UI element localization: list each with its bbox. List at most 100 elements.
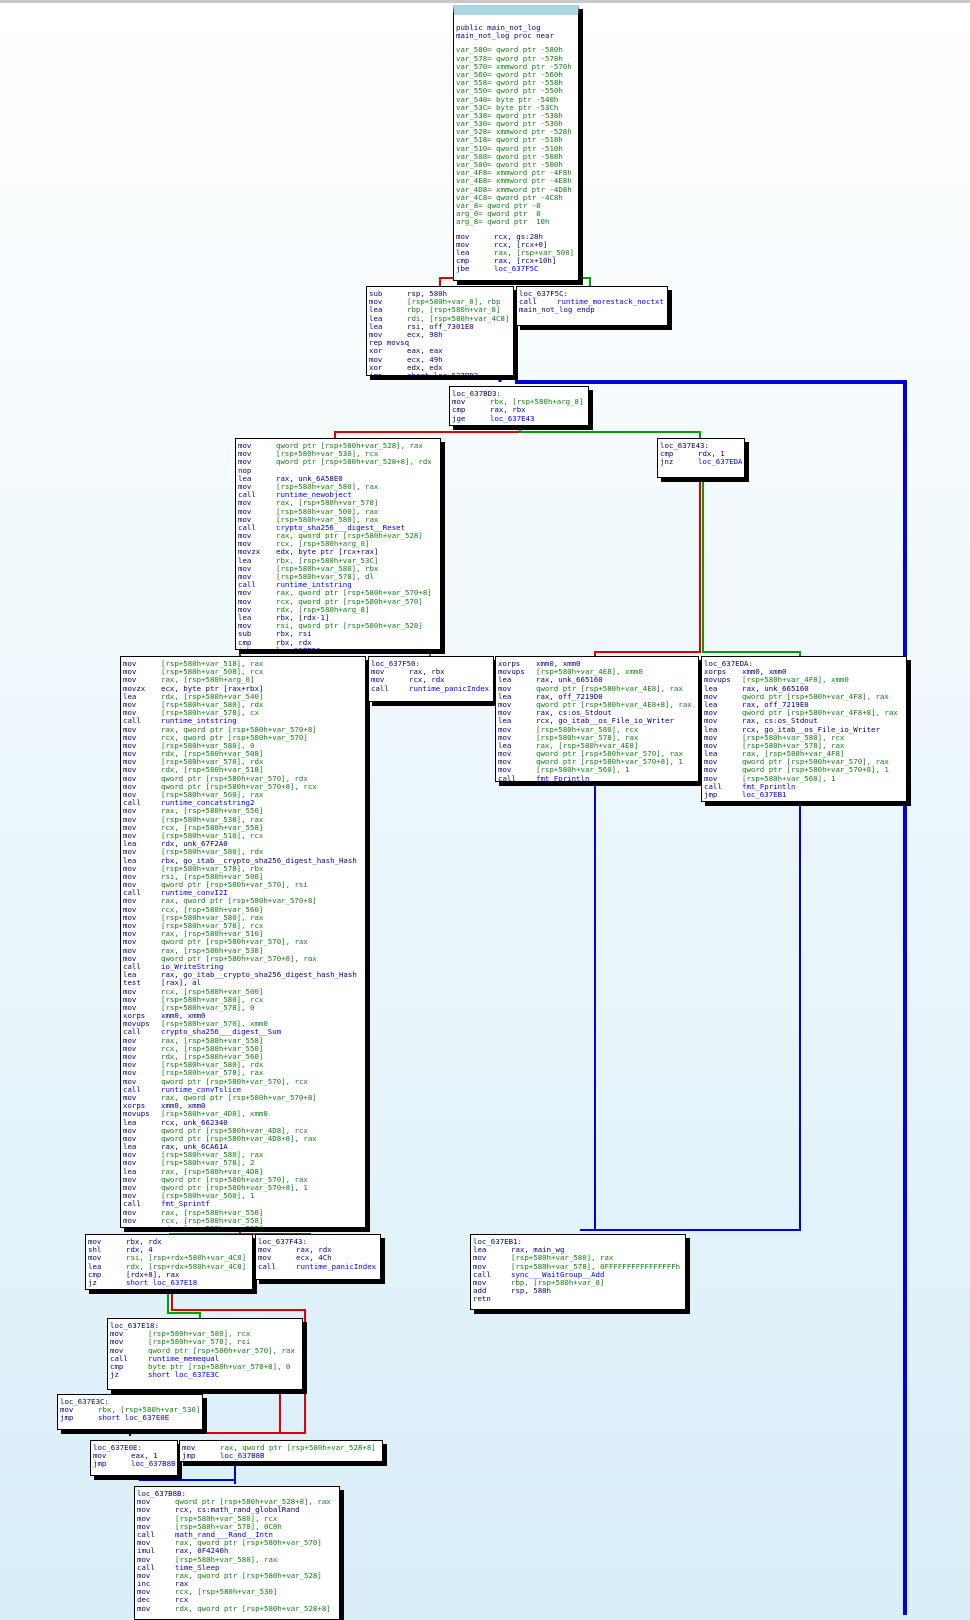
instruction-row[interactable]: jnbloc_637F50 — [238, 647, 438, 649]
instruction-row[interactable]: mov[rsp+580h+var_580], rcx — [137, 1515, 337, 1523]
instruction-row[interactable]: movups[rsp+580h+var_4D8], xmm0 — [123, 1110, 363, 1118]
instruction-row[interactable]: mov[rsp+580h+var_580], rcx — [123, 996, 363, 1004]
block-label[interactable]: loc_637E0E: — [93, 1444, 142, 1452]
instruction-row[interactable]: mov[rsp+580h+var_8], rbp — [369, 298, 511, 306]
instruction-row[interactable]: mov[rsp+580h+var_578], rdx — [123, 758, 363, 766]
block-label[interactable]: loc_637EDA: — [704, 660, 753, 668]
instruction-row[interactable]: movups[rsp+580h+var_570], xmm0 — [123, 1020, 363, 1028]
instruction-row[interactable]: mov[rsp+580h+var_580], rdx — [123, 1061, 363, 1069]
block-label[interactable]: loc_637EB1: — [473, 1238, 522, 1246]
instruction-row[interactable]: test[rax], al — [123, 979, 363, 987]
instruction-row[interactable]: mov[rsp+580h+var_578], 0FFFFFFFFFFFFFFFF… — [473, 1263, 683, 1271]
instruction-row[interactable]: mov[rsp+580h+var_580], 0 — [123, 742, 363, 750]
instruction-row[interactable]: mov[rsp+580h+var_560], 1 — [498, 766, 696, 774]
instruction-row[interactable]: mov[rsp+580h+var_578], rax — [704, 742, 904, 750]
instruction-row[interactable]: mov[rsp+580h+var_580], rdx — [123, 701, 363, 709]
instruction-row[interactable]: mov[rsp+580h+var_580], rcx — [110, 1330, 300, 1338]
instruction-row[interactable]: mov[rsp+580h+var_580], rax — [123, 1151, 363, 1159]
instruction-row[interactable]: mov[rsp+580h+var_580], rcx — [498, 726, 696, 734]
instruction-row[interactable]: cmp[rdx+8], rax — [88, 1271, 250, 1279]
instruction-row[interactable]: mov[rsp+580h+var_580], rax — [137, 1556, 337, 1564]
instruction-row[interactable]: mov[rsp+580h+var_580], rax — [473, 1254, 683, 1262]
instruction-row[interactable]: mov[rsp+580h+var_560], 1 — [704, 775, 904, 783]
node-hash-block[interactable]: mov[rsp+580h+var_518], rax mov[rsp+580h+v… — [120, 656, 366, 1228]
block-label[interactable]: loc_637F50: — [371, 660, 420, 668]
instruction-row[interactable]: mov[rsp+580h+var_578], cx — [123, 709, 363, 717]
instruction-row[interactable]: mov[rsp+580h+var_518], rax — [123, 660, 363, 668]
instruction-row[interactable]: mov[rsp+580h+var_578], 2 — [123, 1159, 363, 1167]
instruction-row[interactable]: mov[rsp+580h+var_560], rax — [123, 791, 363, 799]
block-label[interactable]: loc_637E3C: — [60, 1398, 109, 1406]
instruction-row[interactable]: mov[rsp+580h+var_580], rbx — [238, 565, 438, 573]
